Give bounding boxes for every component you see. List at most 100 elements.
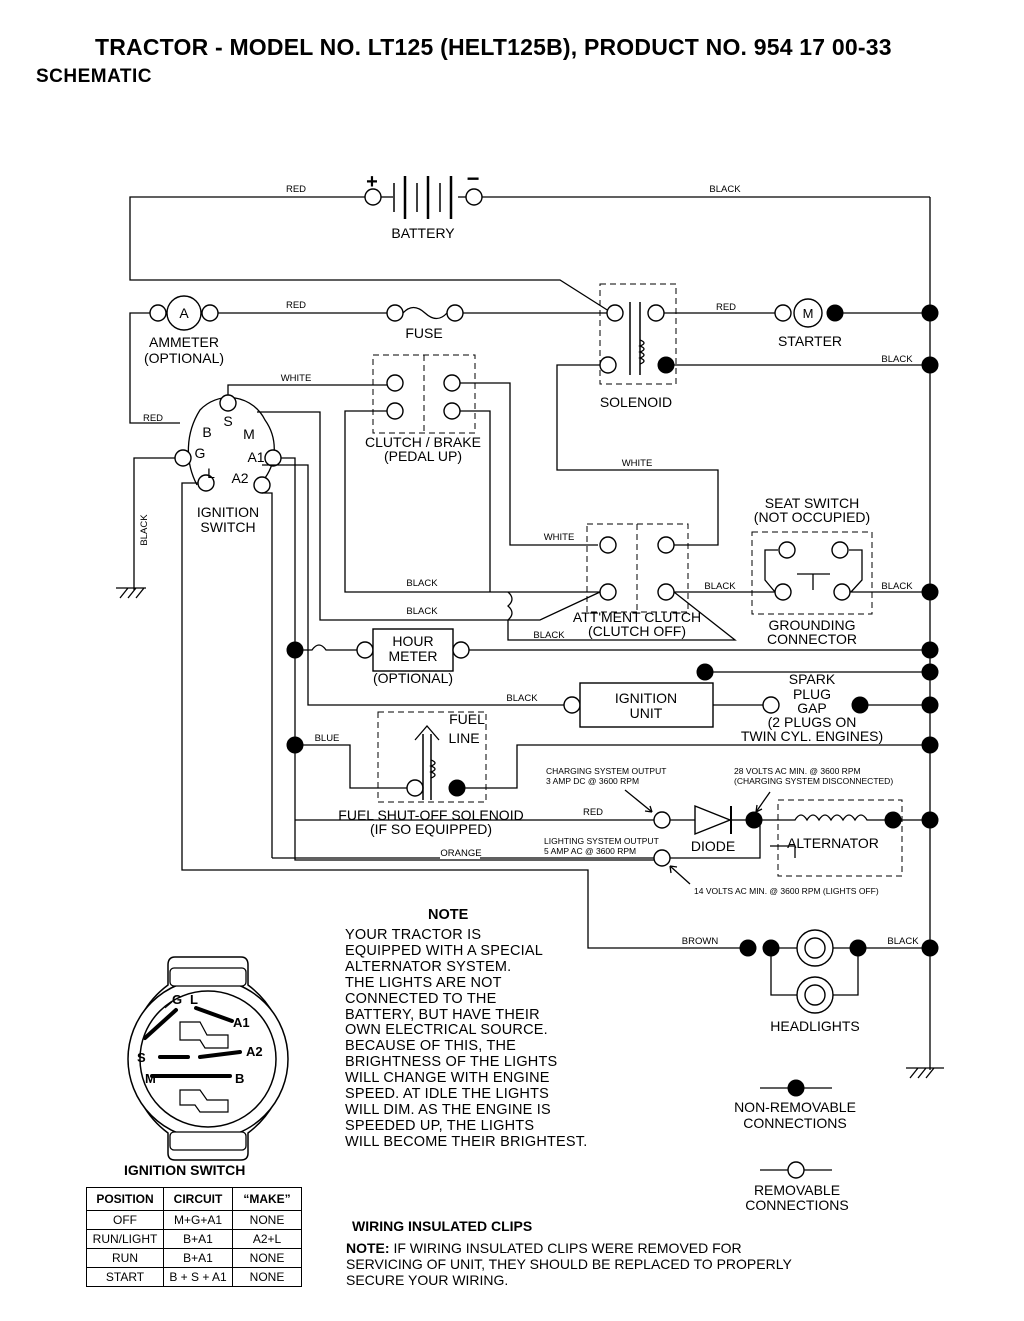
table-cell: RUN/LIGHT xyxy=(86,1229,164,1249)
terminal-a1: A1 xyxy=(247,449,264,465)
table-cell: NONE xyxy=(232,1248,302,1268)
wire-white-ignition: WHITE xyxy=(281,373,312,384)
ground-bus-connections xyxy=(286,304,939,957)
table-cell: B + S + A1 xyxy=(163,1267,233,1287)
face-terminal-m: M xyxy=(145,1071,156,1086)
legend-nonremovable-2: CONNECTIONS xyxy=(743,1115,846,1131)
wire-red-battery: RED xyxy=(286,184,306,195)
battery-label: BATTERY xyxy=(391,225,455,241)
attment-clutch-sub: (CLUTCH OFF) xyxy=(588,623,686,639)
fuel-solenoid-sub: (IF SO EQUIPPED) xyxy=(370,821,492,837)
wire-black-solenoid: BLACK xyxy=(881,354,913,365)
table-cell: NONE xyxy=(232,1267,302,1287)
spark-label-2: PLUG xyxy=(793,686,831,702)
volts28-label-1: 28 VOLTS AC MIN. @ 3600 RPM xyxy=(734,766,861,776)
wire-black-clutch-1: BLACK xyxy=(406,578,438,589)
starter: RED M STARTER xyxy=(664,298,930,349)
clutch-brake: CLUTCH / BRAKE (PEDAL UP) xyxy=(365,354,481,464)
seat-switch-label: SEAT SWITCH xyxy=(765,495,859,511)
wire-red-ammeter: RED xyxy=(286,300,306,311)
ammeter-label: AMMETER xyxy=(149,334,219,350)
fuel-solenoid: BLUE FUEL LINE FUEL SHUT-OFF SOLENOID (I… xyxy=(295,711,524,837)
hour-meter-optional: (OPTIONAL) xyxy=(373,670,453,686)
charging-label-1: CHARGING SYSTEM OUTPUT xyxy=(546,766,666,776)
headlights: BROWN BLACK HEADLIGHTS xyxy=(682,929,930,1034)
wire-black-battery: BLACK xyxy=(709,184,741,195)
table-cell: RUN xyxy=(86,1248,164,1268)
attment-clutch-label: ATT'MENT CLUTCH xyxy=(573,609,701,625)
table-row: RUN/LIGHT B+A1 A2+L xyxy=(86,1229,302,1249)
hour-meter: HOUR METER (OPTIONAL) xyxy=(295,628,470,686)
solenoid-label: SOLENOID xyxy=(600,394,672,410)
wire-black-seat-right: BLACK xyxy=(881,581,913,592)
ignition-unit-label-1: IGNITION xyxy=(615,690,677,706)
table-row: START B + S + A1 NONE xyxy=(86,1267,302,1287)
battery-plus: + xyxy=(366,171,378,193)
table-cell: B+A1 xyxy=(163,1248,233,1268)
fuse: FUSE xyxy=(386,304,464,341)
legend-removable-2: CONNECTIONS xyxy=(745,1197,848,1213)
headlights-label: HEADLIGHTS xyxy=(770,1018,859,1034)
hour-meter-label-2: METER xyxy=(389,648,438,664)
page-subtitle: SCHEMATIC xyxy=(36,66,153,87)
hour-meter-label-1: HOUR xyxy=(392,633,433,649)
terminal-a2: A2 xyxy=(231,470,248,486)
wire-red-charging: RED xyxy=(583,807,603,818)
face-terminal-a1: A1 xyxy=(233,1015,250,1030)
fuse-label: FUSE xyxy=(405,325,442,341)
solenoid: SOLENOID xyxy=(599,283,677,410)
ignition-switch-label-2: SWITCH xyxy=(200,519,255,535)
terminal-m: M xyxy=(243,426,255,442)
seat-switch: SEAT SWITCH (NOT OCCUPIED) GROUNDING CON… xyxy=(751,495,873,647)
grounding-label-2: CONNECTOR xyxy=(767,631,857,647)
clips-note-label: NOTE: xyxy=(346,1240,390,1256)
seat-switch-sub: (NOT OCCUPIED) xyxy=(754,509,870,525)
terminal-g: G xyxy=(195,445,206,461)
wire-black-ground: BLACK xyxy=(139,514,150,546)
legend-nonremovable-1: NON-REMOVABLE xyxy=(734,1099,856,1115)
face-terminal-b: B xyxy=(235,1071,244,1086)
face-terminal-l: L xyxy=(190,992,198,1007)
wire-black-ign-unit: BLACK xyxy=(506,693,538,704)
volts14-label: 14 VOLTS AC MIN. @ 3600 RPM (LIGHTS OFF) xyxy=(694,886,879,896)
starter-label: STARTER xyxy=(778,333,842,349)
clutch-brake-sub: (PEDAL UP) xyxy=(384,448,462,464)
wire-black-clutch-3: BLACK xyxy=(533,630,565,641)
terminal-s: S xyxy=(223,413,232,429)
fuel-line-1: FUEL xyxy=(449,711,485,727)
ignition-position-table: POSITION CIRCUIT “MAKE” OFF M+G+A1 NONE … xyxy=(86,1187,302,1287)
ammeter: A AMMETER (OPTIONAL) xyxy=(129,295,224,424)
spark-label-1: SPARK xyxy=(789,671,836,687)
face-terminal-g: G xyxy=(172,992,182,1007)
ammeter-optional: (OPTIONAL) xyxy=(144,350,224,366)
legend: NON-REMOVABLE CONNECTIONS REMOVABLE CONN… xyxy=(734,1079,856,1213)
terminal-l: L xyxy=(207,465,215,481)
ignition-table-title: IGNITION SWITCH xyxy=(124,1162,246,1178)
note-heading: NOTE xyxy=(428,907,469,923)
wire-black-clutch-2: BLACK xyxy=(406,606,438,617)
ignition-unit: IGNITION UNIT xyxy=(563,682,714,728)
grounding-label-1: GROUNDING xyxy=(768,617,855,633)
table-row: OFF M+G+A1 NONE xyxy=(86,1210,302,1230)
table-cell: B+A1 xyxy=(163,1229,233,1249)
wire-black-headlights: BLACK xyxy=(887,936,919,947)
spark-label-3: GAP xyxy=(797,700,827,716)
volts28-label-2: (CHARGING SYSTEM DISCONNECTED) xyxy=(734,776,893,786)
battery: + − BATTERY RED BLACK xyxy=(129,166,930,314)
clips-note: NOTE: IF WIRING INSULATED CLIPS WERE REM… xyxy=(346,1240,816,1288)
face-terminal-s: S xyxy=(137,1050,146,1065)
table-row: RUN B+A1 NONE xyxy=(86,1248,302,1268)
fuel-solenoid-label: FUEL SHUT-OFF SOLENOID xyxy=(338,807,523,823)
note-body: YOUR TRACTOR IS EQUIPPED WITH A SPECIAL … xyxy=(345,927,588,1150)
table-cell: OFF xyxy=(86,1210,164,1230)
charging-label-2: 3 AMP DC @ 3600 RPM xyxy=(546,776,639,786)
charging-system: CHARGING SYSTEM OUTPUT 3 AMP DC @ 3600 R… xyxy=(272,766,930,896)
table-header: POSITION xyxy=(86,1187,164,1211)
table-cell: M+G+A1 xyxy=(163,1210,233,1230)
spark-label-5: TWIN CYL. ENGINES) xyxy=(741,728,883,744)
lighting-label-2: 5 AMP AC @ 3600 RPM xyxy=(544,846,636,856)
ignition-switch-label-1: IGNITION xyxy=(197,504,259,520)
ammeter-symbol: A xyxy=(179,305,189,321)
